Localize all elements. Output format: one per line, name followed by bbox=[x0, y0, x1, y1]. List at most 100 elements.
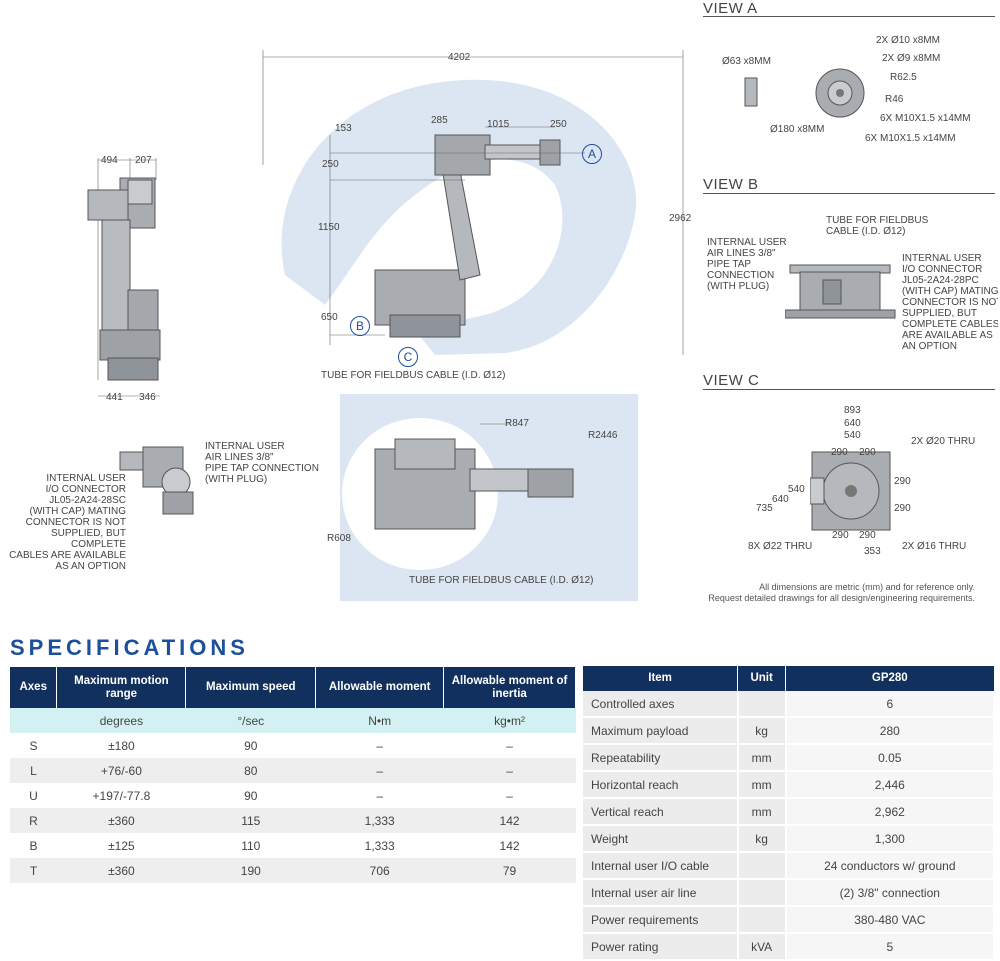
main-dim-153: 153 bbox=[335, 123, 352, 134]
table-cell: 80 bbox=[185, 758, 316, 783]
view-b-rule bbox=[703, 193, 995, 194]
axes-header-row: Axes Maximum motion range Maximum speed … bbox=[10, 667, 576, 708]
table-row: S ±180 90 – – bbox=[10, 733, 576, 758]
table-cell: Internal user air line bbox=[583, 879, 739, 907]
axes-units-row: degrees °/sec N•m kg•m² bbox=[10, 708, 576, 733]
table-cell: kVA bbox=[737, 933, 787, 961]
main-dim-1150: 1150 bbox=[318, 222, 340, 233]
table-cell bbox=[737, 906, 787, 934]
table-cell bbox=[737, 852, 787, 880]
table-cell: ±360 bbox=[56, 808, 186, 833]
main-dim-650: 650 bbox=[321, 312, 338, 323]
table-cell bbox=[737, 879, 787, 907]
table-cell: (2) 3/8" connection bbox=[785, 879, 996, 907]
table-cell: ±360 bbox=[56, 858, 186, 883]
table-cell: 1,300 bbox=[785, 825, 996, 853]
table-cell: L bbox=[10, 758, 57, 783]
view-b-drawing bbox=[785, 264, 896, 319]
view-a-drawing bbox=[744, 68, 865, 118]
table-cell: 0.05 bbox=[785, 744, 996, 772]
table-cell: 90 bbox=[185, 783, 316, 808]
table-cell: 142 bbox=[443, 833, 576, 858]
model-col-header: GP280 bbox=[785, 666, 995, 691]
table-row: Weight kg 1,300 bbox=[583, 825, 996, 853]
marker-a: A bbox=[582, 144, 602, 164]
table-cell: 1,333 bbox=[315, 833, 444, 858]
table-cell: 115 bbox=[185, 808, 316, 833]
view-c-drawing bbox=[810, 451, 891, 531]
view-c-dim-290f: 290 bbox=[859, 530, 876, 541]
view-c-dim-290e: 290 bbox=[832, 530, 849, 541]
view-c-dim-640-left: 640 bbox=[772, 494, 789, 505]
view-c-dim-540: 540 bbox=[844, 430, 861, 441]
table-cell: 2,446 bbox=[785, 771, 996, 799]
view-c-rule bbox=[703, 389, 995, 390]
side-view-drawing bbox=[87, 158, 161, 397]
table-row: Controlled axes 6 bbox=[583, 691, 996, 718]
view-c-dim-thru22: 8X Ø22 THRU bbox=[748, 541, 813, 552]
table-cell: 380-480 VAC bbox=[785, 906, 996, 934]
table-cell: 24 conductors w/ ground bbox=[785, 852, 996, 880]
table-cell: Controlled axes bbox=[583, 691, 739, 718]
table-row: Maximum payload kg 280 bbox=[583, 717, 996, 745]
view-b-title: VIEW B bbox=[703, 176, 759, 193]
table-row: U +197/-77.8 90 – – bbox=[10, 783, 576, 808]
unit-cell bbox=[10, 708, 57, 733]
view-c-title: VIEW C bbox=[703, 372, 760, 389]
disclaimer: All dimensions are metric (mm) and for r… bbox=[708, 582, 975, 603]
table-row: Repeatability mm 0.05 bbox=[583, 744, 996, 772]
side-dim-2: 207 bbox=[135, 155, 152, 166]
table-cell: mm bbox=[737, 798, 787, 826]
table-cell: T bbox=[10, 858, 57, 883]
view-b-air-note: INTERNAL USER AIR LINES 3/8" PIPE TAP CO… bbox=[707, 237, 787, 292]
main-dim-250-top: 250 bbox=[550, 119, 567, 130]
table-cell: – bbox=[315, 783, 444, 808]
main-dim-2962: 2962 bbox=[669, 213, 692, 224]
table-row: Vertical reach mm 2,962 bbox=[583, 798, 996, 826]
table-cell: 90 bbox=[185, 733, 316, 758]
specs-title: SPECIFICATIONS bbox=[10, 635, 249, 660]
table-cell: +197/-77.8 bbox=[56, 783, 186, 808]
axes-col-header: Maximum motion range bbox=[56, 667, 187, 708]
unit-cell: °/sec bbox=[185, 708, 316, 733]
side-dim-1: 494 bbox=[101, 155, 118, 166]
main-dim-width: 4202 bbox=[448, 52, 471, 63]
top-view-drawing bbox=[342, 418, 574, 570]
table-cell: 1,333 bbox=[315, 808, 444, 833]
table-cell: ±180 bbox=[56, 733, 186, 758]
view-a-dim-2: Ø180 x8MM bbox=[770, 124, 825, 135]
unit-cell: degrees bbox=[56, 708, 186, 733]
model-table: Item Unit GP280 Controlled axes 6 Maximu… bbox=[583, 666, 996, 961]
table-cell: 706 bbox=[315, 858, 444, 883]
table-row: Power requirements 380-480 VAC bbox=[583, 906, 996, 934]
view-c-dim-540-left: 540 bbox=[788, 484, 805, 495]
work-envelope-main bbox=[262, 50, 684, 355]
table-row: Horizontal reach mm 2,446 bbox=[583, 771, 996, 799]
table-cell: R bbox=[10, 808, 57, 833]
view-c-dim-735: 735 bbox=[756, 503, 773, 514]
table-row: T ±360 190 706 79 bbox=[10, 858, 576, 883]
table-cell: Horizontal reach bbox=[583, 771, 739, 799]
view-a-dim-6: R46 bbox=[885, 94, 904, 105]
marker-b: B bbox=[350, 316, 370, 336]
table-cell: ±125 bbox=[56, 833, 186, 858]
main-dim-1015: 1015 bbox=[487, 119, 510, 130]
view-c-dim-353: 353 bbox=[864, 546, 881, 557]
table-cell: U bbox=[10, 783, 57, 808]
view-b-tube-note: TUBE FOR FIELDBUS CABLE (I.D. Ø12) bbox=[826, 215, 929, 237]
view-c-dim-thru20: 2X Ø20 THRU bbox=[911, 436, 976, 447]
table-cell: B bbox=[10, 833, 57, 858]
table-cell: – bbox=[315, 733, 444, 758]
table-cell: kg bbox=[737, 717, 787, 745]
side-dim-4: 346 bbox=[139, 392, 156, 403]
top-dim-r847: R847 bbox=[505, 418, 529, 429]
table-cell: mm bbox=[737, 744, 787, 772]
table-cell: 2,962 bbox=[785, 798, 996, 826]
axes-col-header: Maximum speed bbox=[185, 667, 317, 708]
view-a-title: VIEW A bbox=[703, 0, 758, 17]
table-cell: S bbox=[10, 733, 57, 758]
table-cell: mm bbox=[737, 771, 787, 799]
view-a-rule bbox=[703, 16, 995, 17]
small-io-note: INTERNAL USER I/O CONNECTOR JL05-2A24-28… bbox=[9, 473, 126, 572]
main-tube-note: TUBE FOR FIELDBUS CABLE (I.D. Ø12) bbox=[321, 370, 506, 381]
